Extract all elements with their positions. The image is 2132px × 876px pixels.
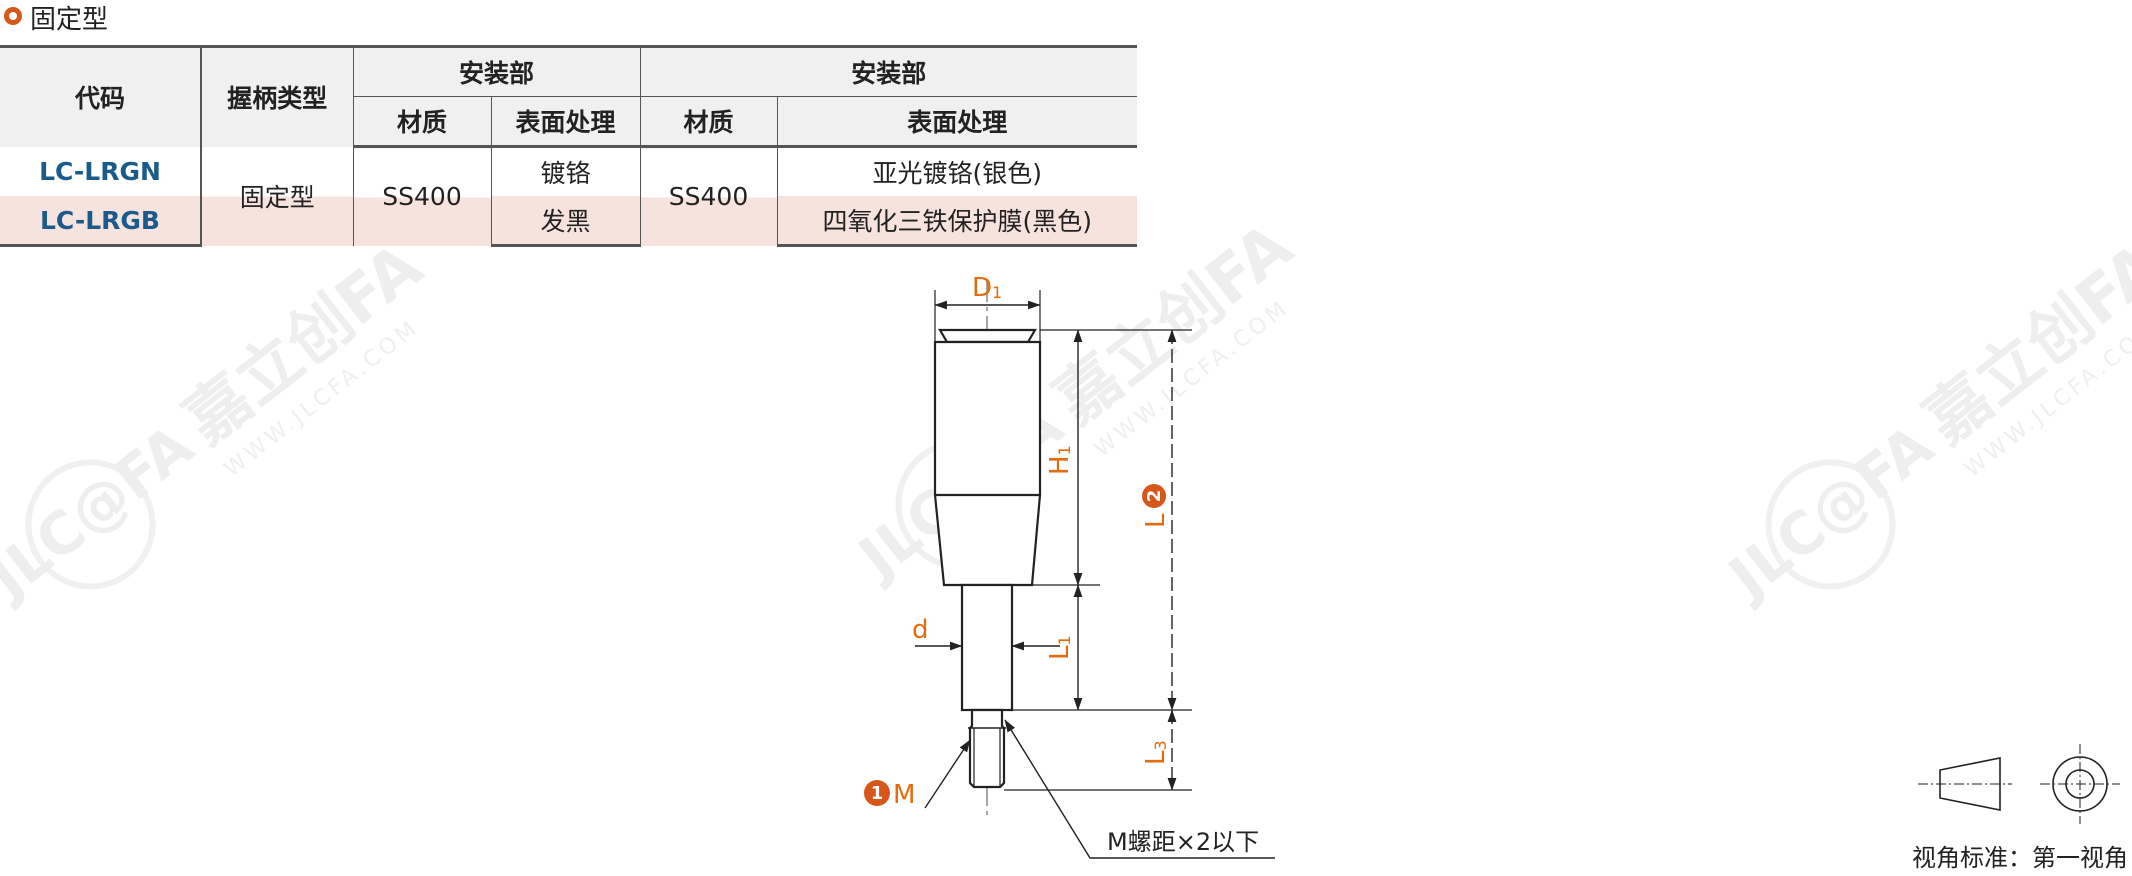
surface-2-cell: 亚光镀铬(银色): [776, 146, 1138, 196]
svg-text:L1: L1: [1045, 635, 1075, 660]
svg-text:2: 2: [1144, 490, 1165, 503]
dim-l1-label: L1: [1045, 635, 1075, 660]
code-cell: LC-LRGN: [39, 156, 161, 186]
svg-text:M: M: [893, 780, 915, 810]
projection-label: 视角标准：第一视角: [1912, 844, 2128, 872]
first-angle-projection-icon: [1918, 744, 2120, 824]
svg-text:L3: L3: [1141, 740, 1171, 765]
svg-text:H1: H1: [1045, 445, 1075, 475]
header-material-2: 材质: [639, 96, 778, 148]
table-row: LC-LRGB 发黑 四氧化三铁保护膜(黑色): [0, 196, 1138, 247]
svg-text:1: 1: [871, 783, 884, 804]
watermark-right: JLC@FA 嘉立创FA WWW.JLCFA.COM: [1714, 229, 2132, 613]
svg-text:D1: D1: [972, 273, 1002, 303]
ring-bullet-icon: [4, 7, 22, 25]
surface-2-cell: 四氧化三铁保护膜(黑色): [776, 196, 1138, 247]
material-2-cell: SS400: [639, 146, 778, 246]
dim-l-label: L 2: [1141, 484, 1171, 528]
svg-text:JLC@FA: JLC@FA: [1714, 411, 1946, 613]
numbered-badge-icon: [864, 780, 890, 806]
dimension-lines: [915, 300, 1177, 791]
material-cell: SS400: [352, 146, 491, 246]
table-row: LC-LRGN 固定型 SS400 镀铬 SS400 亚光镀铬(银色): [0, 146, 1138, 246]
surface-cell: 镀铬: [490, 146, 641, 196]
header-grip-type: 握柄类型: [200, 45, 353, 147]
leader-lines: [924, 719, 1275, 859]
surface-cell: 发黑: [490, 196, 641, 247]
dim-d1-label: D1: [972, 273, 1002, 303]
thread-m-label: 1 M: [864, 780, 915, 810]
svg-text:L: L: [1141, 513, 1171, 528]
header-surface: 表面处理: [490, 96, 641, 148]
header-code: 代码: [0, 45, 201, 147]
dim-d-label: d: [912, 615, 929, 645]
watermark-left: JLC@FA 嘉立创FA WWW.JLCFA.COM: [0, 229, 436, 613]
code-cell: LC-LRGB: [0, 196, 201, 247]
extension-lines: [934, 290, 1192, 791]
dim-h1-label: H1: [1045, 445, 1075, 475]
watermark-center: JLC@FA 嘉立创FA WWW.JLCFA.COM: [844, 209, 1307, 593]
header-material: 材质: [352, 96, 491, 148]
handle-outline: [933, 328, 1042, 789]
header-group-grip: 安装部: [639, 45, 1138, 97]
section-title: 固定型: [30, 4, 109, 35]
header-surface-2: 表面处理: [776, 96, 1138, 148]
grip-type-cell: 固定型: [200, 146, 353, 246]
numbered-badge-icon: [1142, 484, 1166, 508]
thread-pitch-note: M螺距×2以下: [1107, 828, 1259, 856]
spec-table: 代码 握柄类型 安装部 安装部 材质 表面处理 材质 表面处理 LC-LRGN …: [0, 45, 1138, 247]
section-heading: 固定型: [0, 0, 109, 35]
dim-l3-label: L3: [1141, 740, 1171, 765]
header-group-mount: 安装部: [352, 45, 641, 97]
